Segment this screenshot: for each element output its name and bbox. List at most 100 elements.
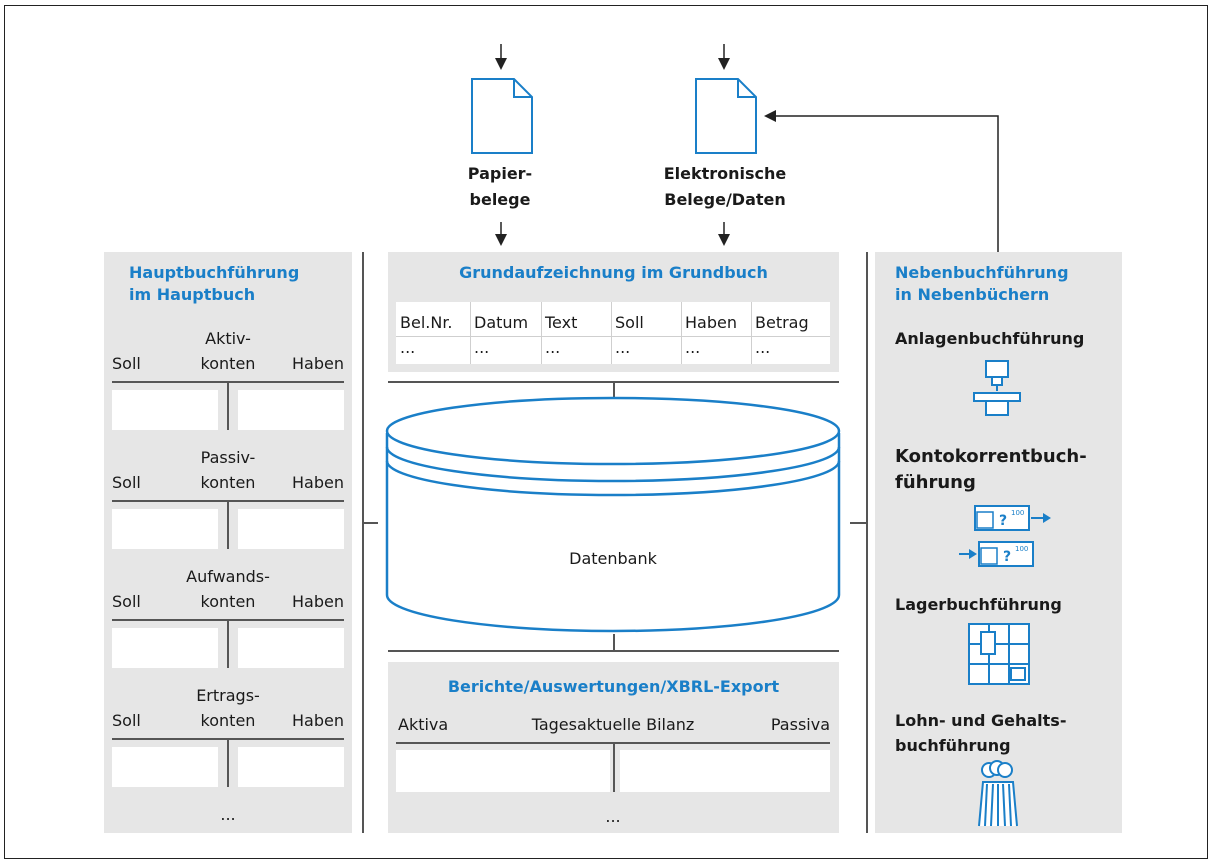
account-divider — [112, 619, 344, 621]
soll-entries-box — [112, 390, 218, 430]
reports-ellipsis: ... — [605, 807, 621, 826]
lohn-line1: Lohn- und Gehalts- — [895, 711, 1067, 730]
haben-label: Haben — [292, 473, 344, 492]
kontokorrent-line1: Kontokorrentbuch- — [895, 446, 1087, 467]
soll-entries-box — [112, 747, 218, 787]
bilanz-label: Tagesaktuelle Bilanz — [531, 715, 695, 734]
col-datum: Datum — [474, 313, 529, 332]
invoice-out-icon: ? 100 — [974, 505, 1051, 531]
grundbuch-db-tick — [613, 382, 615, 398]
grundbuch-panel: Grundaufzeichnung im Grundbuch Bel.Nr. D… — [388, 252, 839, 372]
right-connector — [850, 522, 866, 524]
account-passiv: Passiv- Soll konten Haben — [104, 447, 352, 553]
bill-value: 100 — [1015, 545, 1028, 553]
account-divider — [112, 500, 344, 502]
account-name-line1: Passiv- — [200, 448, 256, 467]
paper-label-line2: belege — [469, 190, 531, 209]
haben-entries-box — [238, 747, 344, 787]
soll-label: Soll — [112, 473, 141, 492]
account-name-line2: konten — [200, 473, 256, 492]
account-name-line1: Aufwands- — [186, 567, 270, 586]
machine-icon — [973, 360, 1021, 416]
kontokorrent-label: Kontokorrentbuch- führung — [895, 444, 1087, 496]
account-name-line1: Aktiv- — [205, 329, 251, 348]
soll-label: Soll — [112, 354, 141, 373]
paper-document-icon — [471, 78, 533, 154]
nebenbuch-title-line1: Nebenbuchführung — [895, 263, 1069, 282]
employees-icon — [978, 760, 1018, 827]
diagram-frame — [4, 5, 1208, 859]
haben-label: Haben — [292, 711, 344, 730]
col-soll: Soll — [615, 313, 644, 332]
kontokorrent-line2: führung — [895, 472, 976, 493]
right-separator — [866, 252, 868, 833]
svg-text:?: ? — [1003, 549, 1011, 565]
soll-label: Soll — [112, 592, 141, 611]
svg-text:?: ? — [999, 513, 1007, 529]
hauptbuch-title: Hauptbuchführung im Hauptbuch — [129, 262, 299, 306]
database-label: Datenbank — [569, 549, 657, 568]
col-betrag: Betrag — [755, 313, 809, 332]
electronic-label: Elektronische Belege/Daten — [640, 163, 810, 211]
journal-header-divider — [396, 336, 830, 337]
passiva-box — [620, 750, 830, 792]
warehouse-shelf-icon — [968, 623, 1030, 685]
account-name-line1: Ertrags- — [196, 686, 260, 705]
anlagen-label: Anlagenbuchführung — [895, 329, 1085, 348]
soll-entries-box — [112, 628, 218, 668]
haben-entries-box — [238, 509, 344, 549]
hauptbuch-panel: Hauptbuchführung im Hauptbuch Aktiv- Sol… — [104, 252, 352, 833]
aktiva-label: Aktiva — [398, 715, 449, 734]
cell-ellipsis: ... — [545, 338, 561, 357]
journal-col-sep — [541, 302, 542, 364]
electronic-document-icon — [695, 78, 757, 154]
more-accounts-ellipsis: ... — [220, 805, 236, 824]
hauptbuch-title-line2: im Hauptbuch — [129, 285, 256, 304]
paper-label: Papier- belege — [430, 163, 570, 211]
database-cylinder — [385, 396, 841, 633]
t-account-stem — [227, 382, 229, 430]
nebenbuch-title-line2: in Nebenbüchern — [895, 285, 1050, 304]
nebenbuch-panel: Nebenbuchführung in Nebenbüchern Anlagen… — [875, 252, 1122, 833]
electronic-label-line2: Belege/Daten — [664, 190, 786, 209]
reports-title: Berichte/Auswertungen/XBRL-Export — [447, 677, 780, 696]
account-ertrag: Ertrags- Soll konten Haben — [104, 685, 352, 791]
soll-label: Soll — [112, 711, 141, 730]
journal-col-sep — [611, 302, 612, 364]
account-aktiv: Aktiv- Soll konten Haben — [104, 328, 352, 434]
haben-label: Haben — [292, 354, 344, 373]
journal-col-sep — [681, 302, 682, 364]
db-reports-line — [388, 650, 839, 652]
grundbuch-title: Grundaufzeichnung im Grundbuch — [459, 263, 768, 282]
invoice-in-icon: ? 100 — [959, 541, 1034, 567]
t-account-stem — [227, 739, 229, 787]
lohn-label: Lohn- und Gehalts- buchführung — [895, 710, 1066, 757]
account-aufwand: Aufwands- Soll konten Haben — [104, 566, 352, 672]
account-divider — [112, 381, 344, 383]
paper-label-line1: Papier- — [467, 164, 533, 183]
soll-entries-box — [112, 509, 218, 549]
aktiva-box — [396, 750, 610, 792]
t-account-stem — [227, 620, 229, 668]
left-connector — [362, 522, 378, 524]
col-haben: Haben — [685, 313, 737, 332]
cell-ellipsis: ... — [685, 338, 701, 357]
cell-ellipsis: ... — [474, 338, 490, 357]
electronic-label-line1: Elektronische — [663, 164, 787, 183]
journal-col-sep — [751, 302, 752, 364]
account-divider — [112, 738, 344, 740]
bill-value: 100 — [1011, 509, 1024, 517]
lohn-line2: buchführung — [895, 736, 1011, 755]
haben-entries-box — [238, 628, 344, 668]
hauptbuch-title-line1: Hauptbuchführung — [129, 263, 300, 282]
grundbuch-db-line — [388, 381, 839, 383]
cell-ellipsis: ... — [755, 338, 771, 357]
cell-ellipsis: ... — [615, 338, 631, 357]
account-name-line2: konten — [200, 354, 256, 373]
cell-ellipsis: ... — [400, 338, 416, 357]
journal-col-sep — [470, 302, 471, 364]
col-belnr: Bel.Nr. — [400, 313, 453, 332]
passiva-label: Passiva — [770, 715, 830, 734]
reports-panel: Berichte/Auswertungen/XBRL-Export Aktiva… — [388, 662, 839, 833]
